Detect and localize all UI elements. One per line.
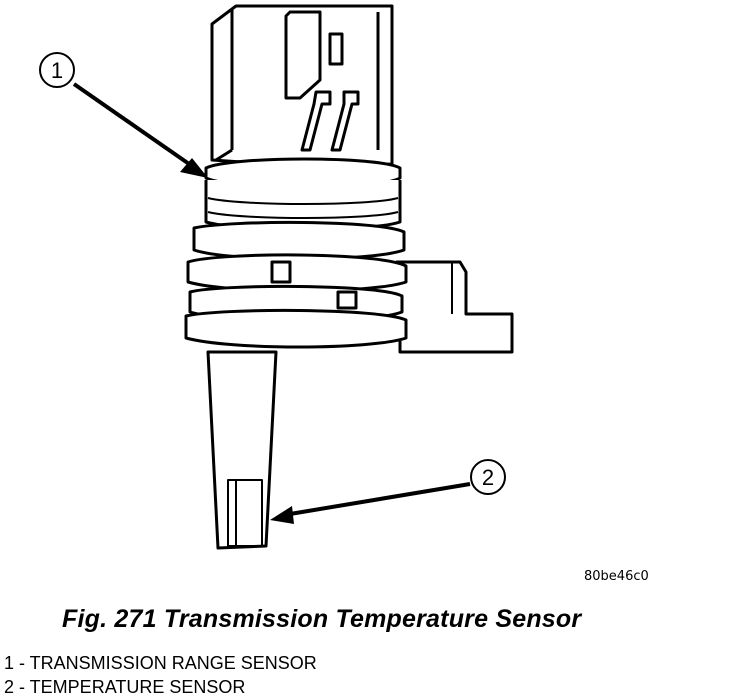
probe-tip-band [227,479,263,547]
callout-1-leader [72,82,194,168]
callout-1: 1 [39,52,208,178]
terminal-right [330,90,360,152]
legend-list: 1 - TRANSMISSION RANGE SENSOR 2 - TEMPER… [4,651,317,699]
legend-item: 2 - TEMPERATURE SENSOR [4,677,246,697]
mounting-tab [396,260,514,354]
thread-line-2 [207,211,399,219]
legend-item: 1 - TRANSMISSION RANGE SENSOR [4,653,317,673]
sensor-illustration: 1 2 80be46c0 [39,4,649,584]
callout-1-number: 1 [51,58,63,83]
callout-2-number: 2 [482,465,494,490]
callout-2-leader [289,482,471,516]
connector-slot [328,32,344,66]
callout-2: 2 [270,459,506,524]
body-notch-2 [336,290,358,310]
figure-caption: Fig. 271 Transmission Temperature Sensor [62,605,582,633]
connector-latch [284,10,322,100]
callout-2-circle [470,459,506,495]
callout-1-circle [39,52,75,88]
terminal-left [300,90,332,152]
figure-code: 80be46c0 [584,569,649,584]
temperature-probe [206,350,278,550]
thread-line-1 [207,197,399,205]
body-notch-1 [270,260,292,284]
callout-2-arrowhead [270,506,294,524]
thread-ring-4 [184,308,408,349]
connector-front-face [215,10,234,162]
callout-1-arrowhead [180,158,208,178]
